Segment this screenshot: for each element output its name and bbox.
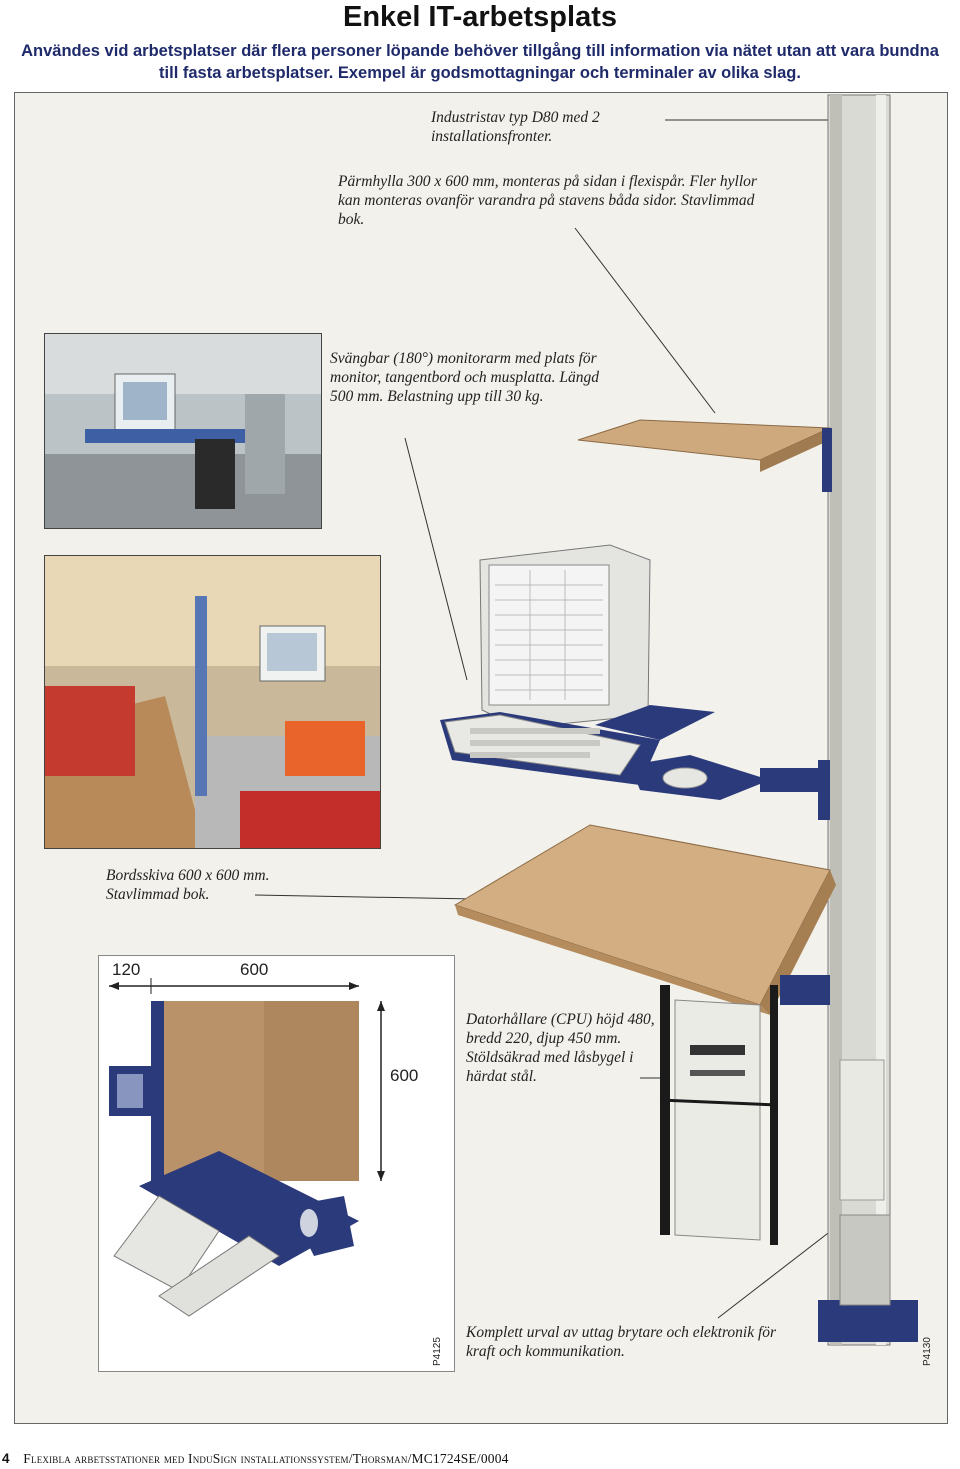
page-footer: 4 Flexibla arbetsstationer med InduSign … (2, 1451, 509, 1467)
dim-side-label: 120 (112, 960, 141, 979)
plan-view (98, 955, 455, 1372)
page-number: 4 (2, 1451, 10, 1466)
caption-stav: Industristav typ D80 med 2 installations… (431, 109, 600, 145)
caption-arm: Svängbar (180°) monitorarm med plats för… (330, 350, 599, 405)
caption-shelf: Pärmhylla 300 x 600 mm, monteras på sida… (338, 173, 757, 228)
code-right: P4130 (922, 1337, 933, 1366)
code-left: P4125 (432, 1337, 443, 1366)
caption-outlets: Komplett urval av uttag brytare och elek… (466, 1324, 777, 1360)
footer-text: Flexibla arbetsstationer med InduSign in… (23, 1451, 509, 1466)
factory-photo-1 (44, 333, 322, 529)
dim-width-label: 600 (240, 960, 269, 979)
page-title: Enkel IT-arbetsplats (343, 1, 617, 33)
caption-cpu: Datorhållare (CPU) höjd 480, bredd 220, … (466, 1011, 655, 1085)
dim-depth-label: 600 (390, 1066, 419, 1085)
caption-table: Bordsskiva 600 x 600 mm. Stavlimmad bok. (106, 867, 270, 903)
factory-photo-2 (44, 555, 381, 849)
intro-text: Användes vid arbetsplatser där flera per… (21, 42, 939, 82)
